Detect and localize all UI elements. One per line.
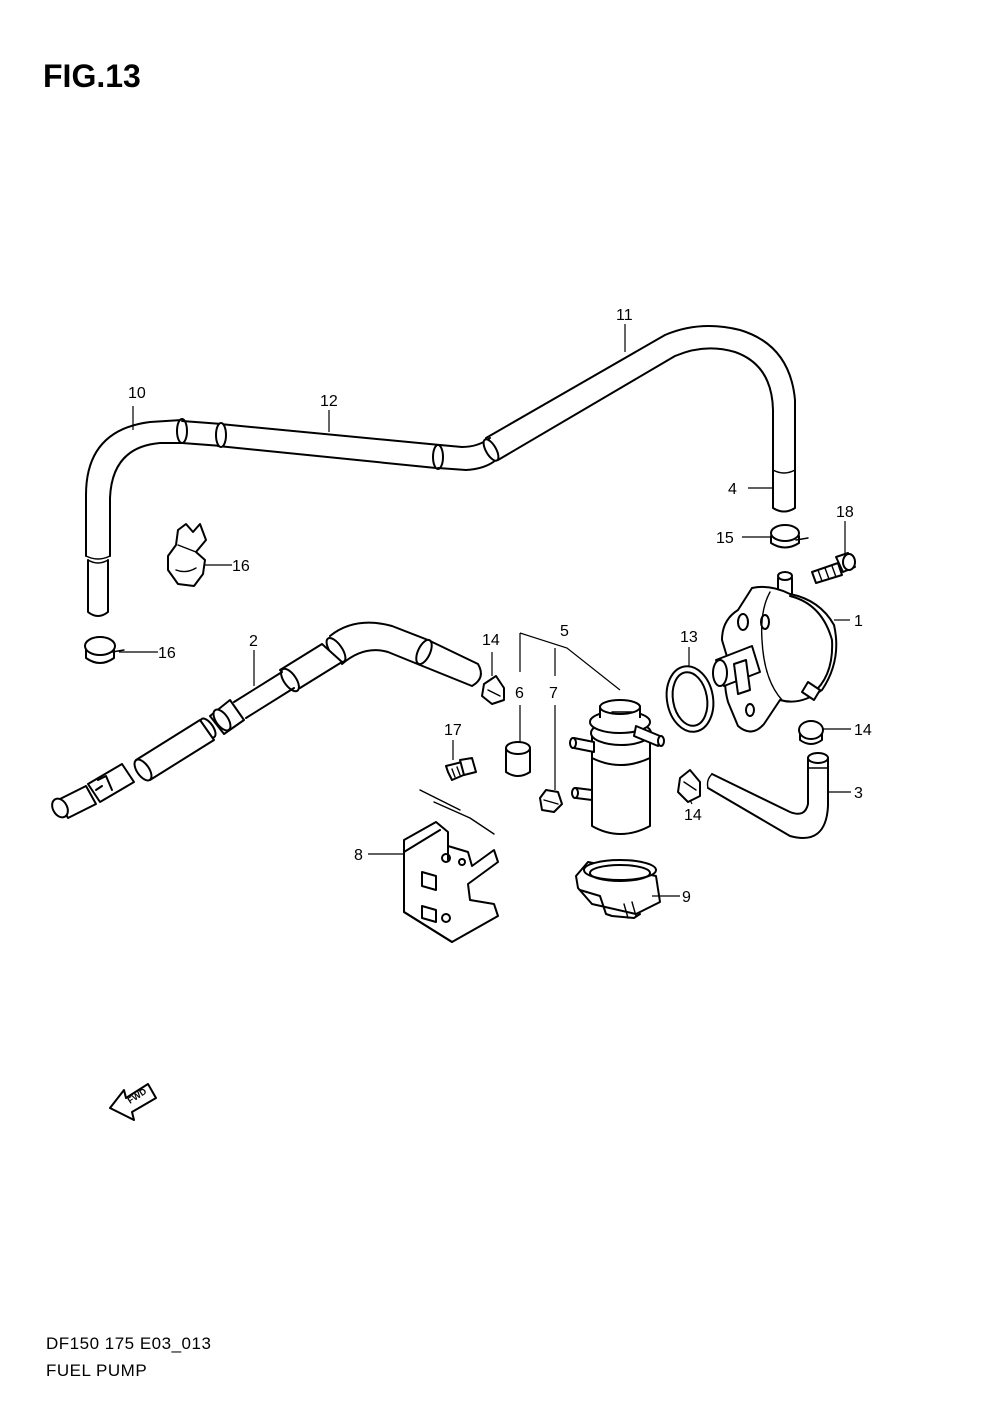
diagram-name: FUEL PUMP [46,1361,148,1380]
clip-part-7 [539,789,563,813]
callout-8: 8 [354,847,363,864]
clip-part-14-left [481,675,505,705]
clip-part-14-right [798,720,824,745]
filter-cap-part [505,741,531,777]
callout-1: 1 [854,613,863,630]
fuel-filter-part [569,699,665,835]
bolt-part-18 [811,552,856,584]
callout-14a: 14 [482,632,500,649]
callout-15b: 15 [716,530,734,547]
diagram-code: DF150 175 E03_013 [46,1334,212,1353]
callout-15a: 16 [158,645,176,662]
fuel-pump-part [712,571,838,733]
filter-holder-part [575,859,661,919]
callout-4: 4 [728,481,737,498]
clip-part-15a [84,636,125,664]
figure-title: FIG.13 [43,58,141,94]
callout-11: 11 [616,307,633,324]
upper-fuel-hose-assembly [85,325,796,617]
filter-bracket-part [403,789,499,943]
clip-part-14-middle [677,769,701,803]
callout-3: 3 [854,785,863,802]
inlet-hose-part-2 [51,621,482,819]
callout-6: 6 [515,685,524,702]
callout-14c: 14 [854,722,872,739]
callout-5: 5 [560,623,569,640]
hose-clamp-part [167,523,207,587]
callout-10: 10 [128,385,146,402]
callout-2: 2 [249,633,258,650]
leader-lines [119,324,851,897]
callout-9: 9 [682,889,691,906]
callout-7: 7 [549,685,558,702]
callout-16: 16 [232,558,250,575]
callout-18: 18 [836,504,854,521]
fwd-direction-icon: FWD [109,1083,157,1121]
callout-17: 17 [444,722,462,739]
callout-12: 12 [320,393,338,410]
callout-labels: 10 12 11 4 15 18 1 13 14 3 14 14 5 6 7 1… [128,307,872,906]
o-ring-part [665,665,715,733]
bolt-part-17 [445,757,477,781]
clip-part-15b [770,524,809,549]
callout-14b: 14 [684,807,702,824]
hose-part-3 [706,752,829,839]
callout-13: 13 [680,629,698,646]
